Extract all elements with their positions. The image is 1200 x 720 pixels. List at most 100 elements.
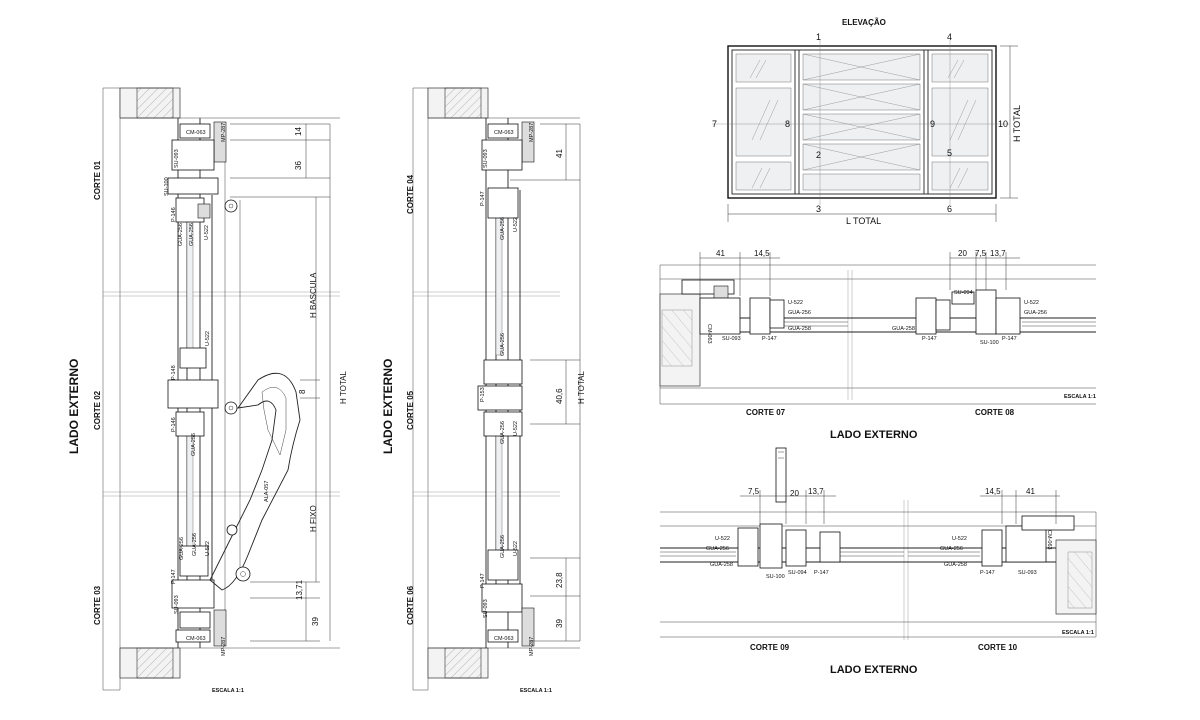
part-cm-063: CM-063: [186, 130, 206, 136]
pt-p-147-a: P-147: [762, 336, 777, 342]
cut-01: CORTE 01: [93, 160, 102, 200]
part-su-093-low: SU-093: [174, 595, 180, 614]
scale-left: ESCALA 1:1: [212, 688, 244, 694]
elevation: ELEVAÇÃO: [712, 18, 1022, 226]
pb-su-100: SU-100: [766, 574, 785, 580]
pt-gua-256-b: GUA-256: [1024, 310, 1047, 316]
pb-p-147-a: P-147: [814, 570, 829, 576]
pb-su-094: SU-094: [788, 570, 807, 576]
pb-u-522-b: U-522: [952, 536, 967, 542]
plan-top-dim-7-5: 7,5: [975, 249, 987, 258]
pb-cm-063: CM-063: [1046, 530, 1052, 550]
dim-39-mid: 39: [555, 619, 564, 628]
side-label-plan-top: LADO EXTERNO: [830, 429, 918, 441]
part-gua-256: GUA-256: [178, 223, 184, 246]
label-h-fixo: H FIXO: [309, 505, 318, 532]
part-ala-057: ALA-057: [264, 481, 270, 502]
part-u-522: U-522: [204, 225, 210, 240]
wall-hatch-top-left: [136, 87, 174, 119]
part-cm-063-mid: CM-063: [494, 130, 514, 136]
pb-gua-258-a: GUA-258: [710, 562, 733, 568]
part-u-522-mid-low: U-522: [513, 541, 519, 556]
elev-num-3: 3: [816, 204, 821, 214]
elev-num-6: 6: [947, 204, 952, 214]
pb-gua-258-b: GUA-258: [944, 562, 967, 568]
pb-u-522-a: U-522: [715, 536, 730, 542]
cut-02: CORTE 02: [93, 390, 102, 430]
part-mp-287-mid-low: MP-287: [529, 637, 535, 656]
elev-num-7: 7: [712, 119, 717, 129]
pt-p-147-b: P-147: [922, 336, 937, 342]
elevation-title: ELEVAÇÃO: [842, 18, 886, 27]
part-su-100: SU-100: [164, 177, 170, 196]
part-p-147-mid: P-147: [480, 191, 486, 206]
part-gua-256-mid-top: GUA-256: [500, 217, 506, 240]
cut-09: CORTE 09: [750, 643, 790, 652]
plan-top-dim-41: 41: [716, 249, 725, 258]
cut-06: CORTE 06: [406, 585, 415, 625]
wall-hatch-bottom-left: [136, 647, 174, 679]
dim-8: 8: [298, 389, 307, 394]
plan-top: 41 14,5 20 7,5 13,7 U-522 GUA-256 GUA-25…: [659, 249, 1096, 441]
cut-05: CORTE 05: [406, 390, 415, 430]
part-u-522-mid: U-522: [205, 331, 211, 346]
side-label-plan-bottom: LADO EXTERNO: [830, 664, 918, 676]
pt-p-147-c: P-147: [1002, 336, 1017, 342]
pt-cm-063: CM-063: [706, 324, 712, 344]
label-h-bascula: H BASCULA: [309, 272, 318, 318]
plan-top-dim-20: 20: [958, 249, 967, 258]
scale-plan-bottom: ESCALA 1:1: [1062, 630, 1094, 636]
pt-su-100: SU-100: [980, 340, 999, 346]
pt-gua-258-a: GUA-258: [788, 326, 811, 332]
side-label-left: LADO EXTERNO: [67, 359, 81, 454]
part-gua-256-mid: GUA-256: [191, 433, 197, 456]
elev-num-8: 8: [785, 119, 790, 129]
plan-bot-dim-14-5: 14,5: [985, 487, 1001, 496]
plan-bottom: 7,5 20 13,7 14,5 41 U-522 GUA-256 GUA-25…: [660, 447, 1097, 676]
cut-03: CORTE 03: [93, 585, 102, 625]
plan-bot-dim-13-7: 13,7: [808, 487, 824, 496]
cut-10: CORTE 10: [978, 643, 1018, 652]
elev-num-5: 5: [947, 148, 952, 158]
elev-h-total: H TOTAL: [1012, 105, 1022, 142]
pt-u-522-b: U-522: [1024, 300, 1039, 306]
elev-num-9: 9: [930, 119, 935, 129]
part-cm-063-low: CM-063: [186, 636, 206, 642]
part-su-093-mid: SU-093: [483, 149, 489, 168]
dim-40-6: 40,6: [555, 388, 564, 404]
part-u-522-mid-d: U-522: [513, 421, 519, 436]
part-p-146: P-146: [171, 207, 177, 222]
part-gua-256-low: GUA-256: [179, 537, 185, 560]
part-cm-063-mid-low: CM-063: [494, 636, 514, 642]
part-p-147-mid-low: P-147: [480, 573, 486, 588]
elev-num-4: 4: [947, 32, 952, 42]
pt-su-093: SU-093: [722, 336, 741, 342]
part-mp-287-mid: MP-287: [529, 123, 535, 142]
part-gua-256-mid-low: GUA-256: [500, 535, 506, 558]
part-gua-256-low-b: GUA-256: [192, 533, 198, 556]
cut-07: CORTE 07: [746, 408, 786, 417]
side-label-middle: LADO EXTERNO: [381, 359, 395, 454]
label-h-total-mid: H TOTAL: [577, 371, 586, 404]
plan-top-dim-14-5: 14,5: [754, 249, 770, 258]
part-su-093-mid-low: SU-093: [483, 599, 489, 618]
part-su-093: SU-093: [174, 149, 180, 168]
plan-bot-dim-20: 20: [790, 489, 799, 498]
part-gua-256-mid-d: GUA-256: [500, 421, 506, 444]
pb-su-093: SU-093: [1018, 570, 1037, 576]
part-p-146-mid: P-146: [171, 417, 177, 432]
section-left: 14 36 8 13,71 39 H BASCULA H TOTAL H FIX…: [67, 87, 348, 694]
cut-04: CORTE 04: [406, 174, 415, 214]
dim-14: 14: [294, 127, 303, 136]
elev-num-2: 2: [816, 150, 821, 160]
part-p-148: P-148: [171, 365, 177, 380]
part-gua-256-b: GUA-256: [189, 223, 195, 246]
elev-num-1: 1: [816, 32, 821, 42]
part-u-522-low: U-522: [205, 541, 211, 556]
elev-l-total: L TOTAL: [846, 216, 881, 226]
part-p-153: P-153: [480, 387, 486, 402]
pt-su-094: SU-094: [954, 290, 973, 296]
part-mp-287: MP-287: [221, 123, 227, 142]
arm-ala-057: [209, 372, 301, 591]
